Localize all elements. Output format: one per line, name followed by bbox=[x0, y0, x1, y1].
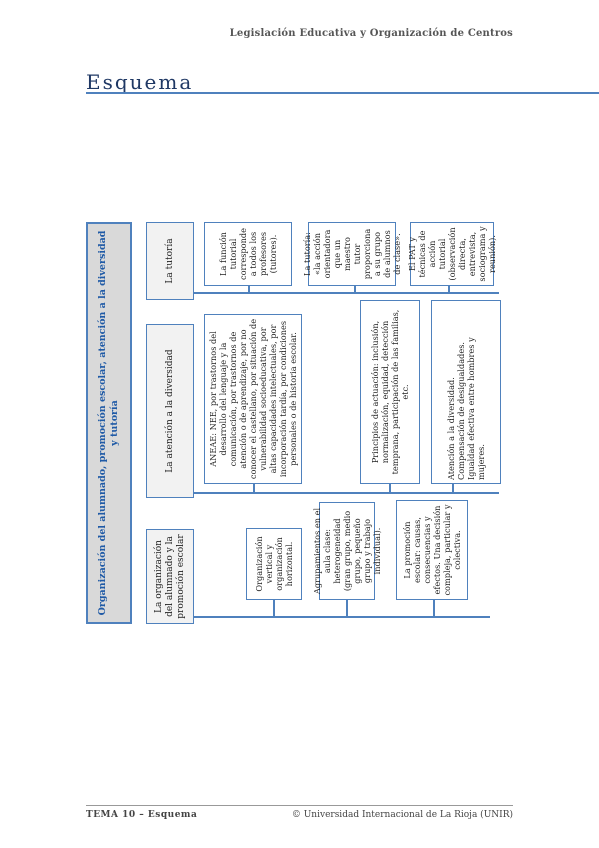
schema-diagram: Organización del alumnado, promoción esc… bbox=[86, 222, 510, 624]
footer-rule bbox=[86, 805, 513, 806]
connector-tut-3 bbox=[448, 286, 450, 294]
connector-org-2 bbox=[346, 600, 348, 618]
div-item-1: ANEAE: NEE, por trastornos del desarroll… bbox=[204, 314, 302, 484]
connector-tut-2 bbox=[354, 286, 356, 294]
footer-copyright: © Universidad Internacional de La Rioja … bbox=[291, 810, 513, 820]
connector-div-1 bbox=[253, 484, 255, 494]
connector-org bbox=[194, 616, 490, 618]
connector-tut bbox=[194, 292, 499, 294]
connector-div-3 bbox=[452, 484, 454, 494]
tut-item-2: La tutoría: «la acción orientadora que u… bbox=[302, 222, 402, 286]
category-organizacion: La organización del alumnado y la promoc… bbox=[146, 529, 194, 624]
org-item-3: La promoción escolar: causas, consecuenc… bbox=[396, 500, 468, 600]
title-rule bbox=[86, 92, 599, 94]
running-header: Legislación Educativa y Organización de … bbox=[229, 28, 513, 39]
tut-item-3: El PAT y técnicas de acción tutorial (ob… bbox=[407, 222, 497, 286]
schema-diagram-rotated: Organización del alumnado, promoción esc… bbox=[86, 222, 510, 624]
connector-div-2 bbox=[389, 484, 391, 494]
org-item-2: Agrupamientos en el aula clase: heteroge… bbox=[312, 502, 382, 600]
div-item-3: Atención a la diversidad. Compensación d… bbox=[431, 300, 501, 484]
main-topic-box: Organización del alumnado, promoción esc… bbox=[86, 222, 132, 624]
connector-org-1 bbox=[273, 600, 275, 618]
org-item-1: Organización vertical y organización hor… bbox=[246, 528, 302, 600]
category-diversidad: La atención a la diversidad bbox=[146, 324, 194, 498]
section-title: Esquema bbox=[86, 70, 194, 94]
div-item-2: Principios de actuación: inclusión, norm… bbox=[360, 300, 420, 484]
footer-topic: TEMA 10 – Esquema bbox=[86, 810, 198, 820]
connector-org-3 bbox=[433, 600, 435, 618]
connector-tut-1 bbox=[248, 286, 250, 294]
category-tutoria: La tutoría bbox=[146, 222, 194, 300]
tut-item-1: La función tutorial corresponde a todos … bbox=[204, 222, 292, 286]
